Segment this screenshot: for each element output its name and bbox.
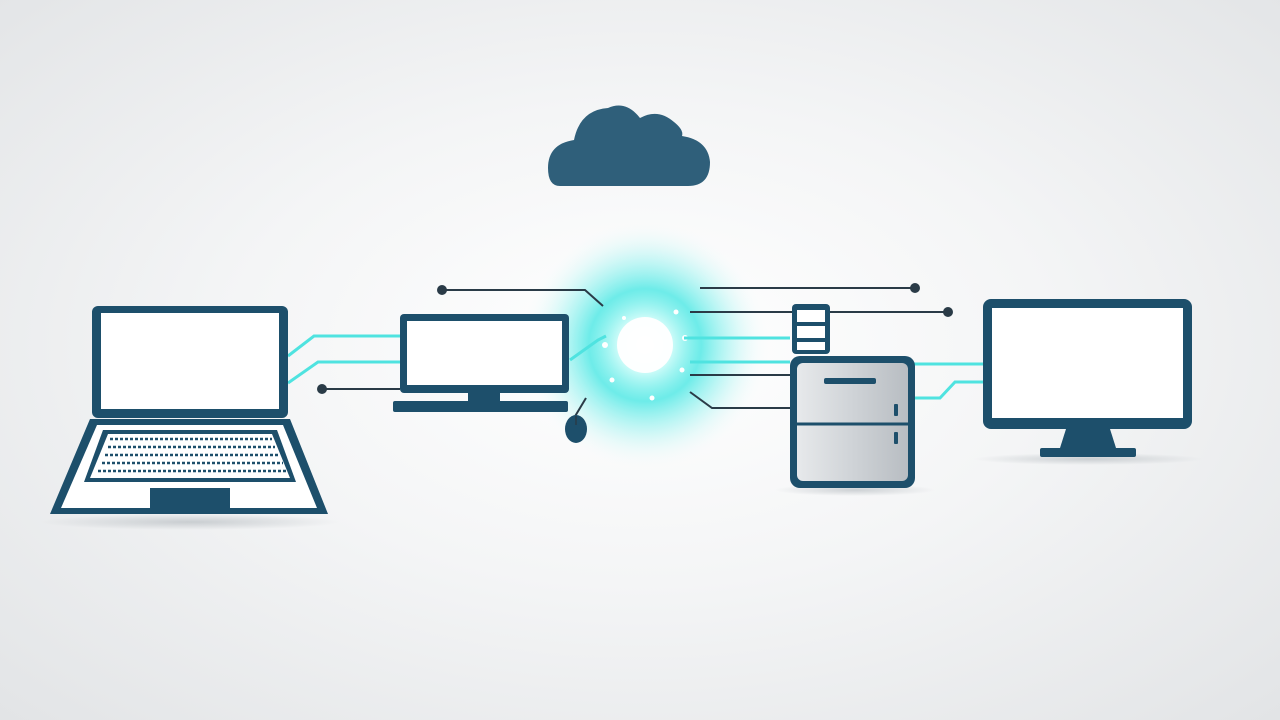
monitor-icon xyxy=(973,299,1203,465)
server-tower-icon xyxy=(775,304,935,496)
cloud-icon xyxy=(548,105,710,186)
connection-endpoints xyxy=(317,283,953,394)
mouse-icon xyxy=(565,415,587,443)
connection-lines-cyan xyxy=(287,334,985,400)
desktop-monitor-icon xyxy=(393,314,569,412)
laptop-icon xyxy=(40,306,340,530)
connection-lines-dark xyxy=(322,287,948,419)
network-hub-icon xyxy=(520,220,770,470)
